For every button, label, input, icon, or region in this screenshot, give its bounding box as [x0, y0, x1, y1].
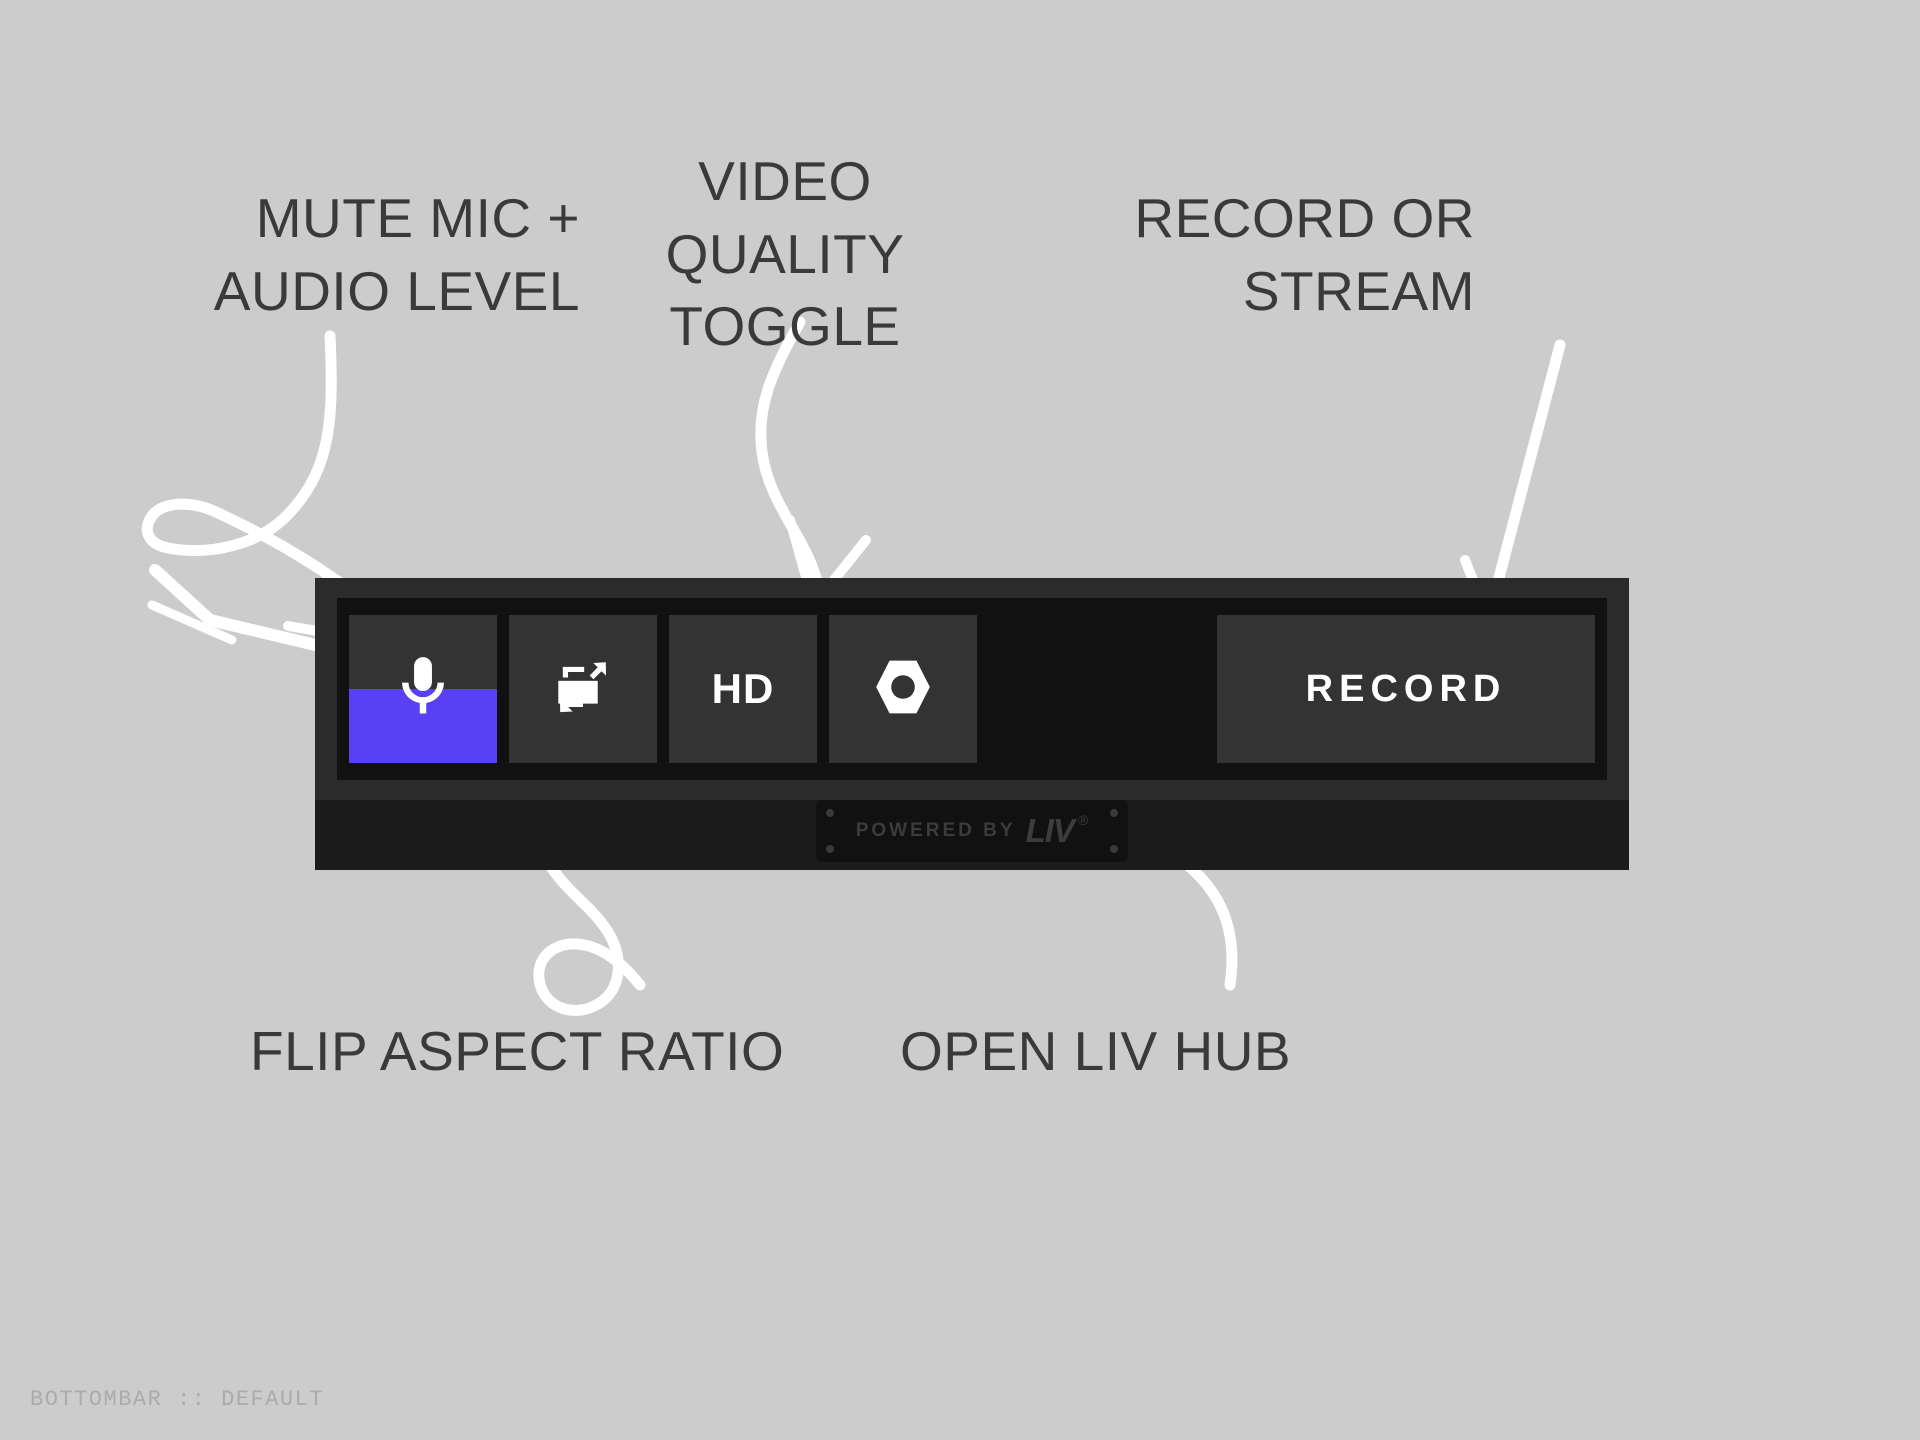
screw-icon: [826, 809, 834, 817]
bottombar-widget: HD RECORD: [315, 578, 1629, 870]
arrow-record: [1484, 339, 1566, 618]
record-button[interactable]: RECORD: [1217, 615, 1595, 763]
powered-by-label: POWERED BY: [855, 820, 1016, 841]
screw-icon: [1110, 809, 1118, 817]
hd-button[interactable]: HD: [669, 615, 817, 763]
flip-aspect-ratio-icon: [545, 649, 621, 730]
toolbar-spacer: [989, 689, 1217, 690]
hd-text-icon: HD: [711, 665, 775, 712]
bottombar-button-strip: HD RECORD: [337, 598, 1607, 780]
arrow-mute-mic: [141, 330, 357, 612]
screw-icon: [826, 845, 834, 853]
liv-logo: LIV: [1025, 812, 1075, 849]
annotation-record-or-stream: RECORD OR STREAM: [1134, 187, 1475, 322]
liv-branding-plate: POWERED BY LIV ®: [816, 800, 1128, 862]
hex-nut-icon: [866, 650, 940, 729]
screw-icon: [1110, 845, 1118, 853]
aspect-ratio-button[interactable]: [509, 615, 657, 763]
liv-hub-button[interactable]: [829, 615, 977, 763]
annotation-flip-aspect-ratio: FLIP ASPECT RATIO: [250, 1020, 785, 1082]
mic-button[interactable]: [349, 615, 497, 763]
annotation-mute-mic: MUTE MIC + AUDIO LEVEL: [213, 187, 580, 322]
record-button-label: RECORD: [1305, 667, 1507, 710]
arrow-video-quality: [755, 316, 824, 606]
registered-trademark-icon: ®: [1077, 812, 1089, 828]
bottombar-lower-plate: POWERED BY LIV ®: [315, 800, 1629, 870]
arrow-mute-mic-head3: [147, 600, 237, 645]
screenshot-caption: BOTTOMBAR :: DEFAULT: [30, 1387, 325, 1412]
annotation-open-liv-hub: OPEN LIV HUB: [900, 1020, 1292, 1082]
microphone-icon: [386, 650, 460, 729]
annotation-video-quality: VIDEO QUALITY TOGGLE: [665, 150, 905, 358]
